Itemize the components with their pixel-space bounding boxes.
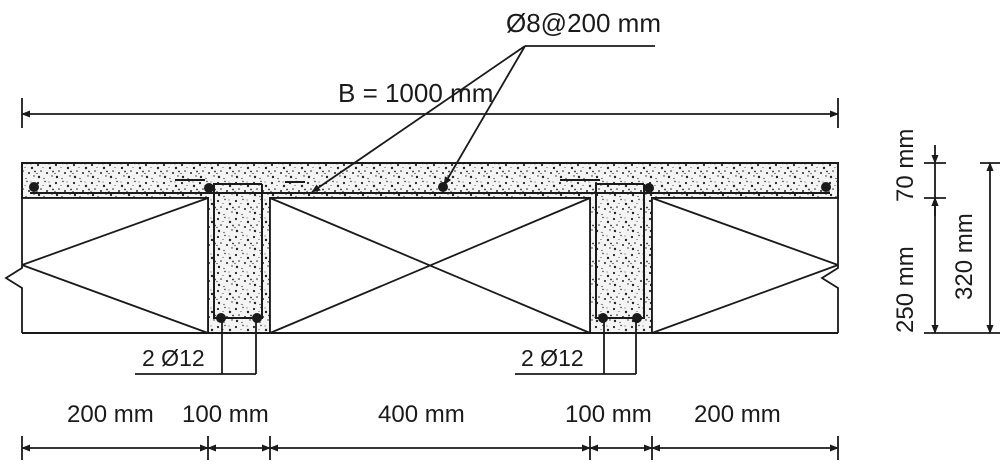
break-line-left — [4, 198, 23, 333]
dim-rib-label: 250 mm — [892, 246, 919, 333]
dim-label-0: 200 mm — [67, 401, 154, 428]
bottom-dimension-chain — [21, 436, 839, 460]
dim-total-label: 320 mm — [951, 213, 978, 300]
vertical-dimensions — [924, 145, 1000, 334]
rebar-label-right: 2 Ø12 — [521, 345, 584, 371]
rib-stirrup-right — [595, 183, 645, 319]
break-line-right — [820, 198, 839, 333]
slab-reinforcement — [30, 179, 830, 194]
rib-stirrup-left — [213, 183, 263, 319]
rebar-label-left: 2 Ø12 — [142, 345, 205, 371]
stirrup-callout-leader — [311, 45, 655, 193]
dim-label-1: 100 mm — [182, 401, 269, 428]
dim-label-4: 200 mm — [694, 401, 781, 428]
rebar-callout-right — [515, 318, 637, 375]
dimension-width-B — [21, 98, 839, 128]
rebar-dots — [29, 182, 831, 323]
filler-block-right — [651, 197, 839, 334]
rebar-callout-left — [135, 318, 257, 375]
width-label: B = 1000 mm — [338, 78, 493, 108]
filler-block-left — [21, 197, 209, 334]
dim-label-2: 400 mm — [378, 401, 465, 428]
stirrup-label: Ø8@200 mm — [506, 8, 661, 38]
filler-block-center — [269, 197, 591, 334]
dim-slab-label: 70 mm — [892, 129, 919, 202]
dim-label-3: 100 mm — [565, 401, 652, 428]
